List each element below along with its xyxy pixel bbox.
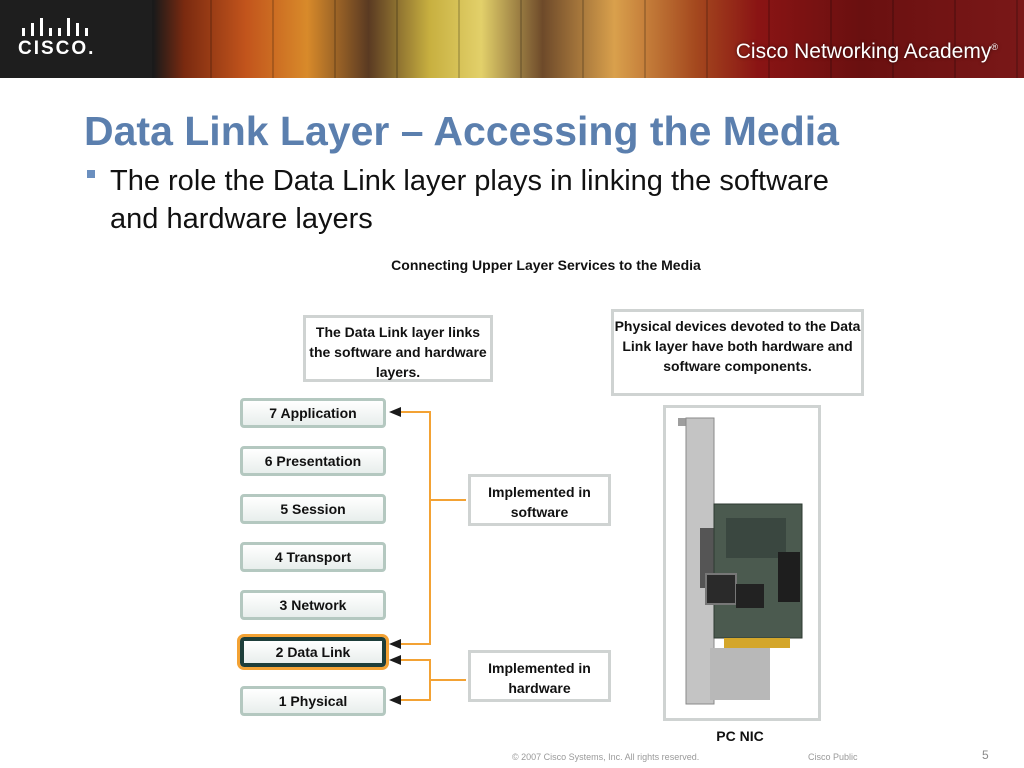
banner-photo-strip [150,0,1024,78]
hardware-bracket [398,659,431,701]
registered-mark: ® [991,42,998,52]
academy-wordmark: Cisco Networking Academy® [736,40,998,64]
software-bracket [398,411,431,645]
layer-5-session: 5 Session [240,494,386,524]
software-callout: Implemented in software [468,474,611,526]
cisco-bars-icon [22,18,88,36]
hardware-callout: Implemented in hardware [468,650,611,702]
page-number: 5 [982,748,989,762]
layer-7-application: 7 Application [240,398,386,428]
cisco-logo: CISCO. [0,0,152,78]
callout-left: The Data Link layer links the software a… [303,315,493,382]
cisco-wordmark: CISCO. [18,38,96,59]
arrow-head-application-icon [389,407,401,417]
footer-classification: Cisco Public [808,752,858,762]
layer-2-data-link: 2 Data Link [237,634,389,670]
bullet-text: The role the Data Link layer plays in li… [110,165,829,235]
bullet-square-icon [87,170,95,178]
layer-4-transport: 4 Transport [240,542,386,572]
header-banner: CISCO. Cisco Networking Academy® [0,0,1024,78]
nic-label: PC NIC [716,728,764,744]
layer-6-presentation: 6 Presentation [240,446,386,476]
layer-3-network: 3 Network [240,590,386,620]
callout-right: Physical devices devoted to the Data Lin… [611,309,864,396]
layer-1-physical: 1 Physical [240,686,386,716]
network-card-icon [678,417,803,705]
arrow-head-datalink-upper-icon [389,639,401,649]
arrow-head-datalink-lower-icon [389,655,401,665]
figure-caption: Connecting Upper Layer Services to the M… [391,257,701,273]
arrow-head-physical-icon [389,695,401,705]
slide-title: Data Link Layer – Accessing the Media [84,108,839,154]
footer-copyright: © 2007 Cisco Systems, Inc. All rights re… [512,752,700,762]
nic-image-frame [663,405,821,721]
academy-text: Cisco Networking Academy [735,40,992,63]
